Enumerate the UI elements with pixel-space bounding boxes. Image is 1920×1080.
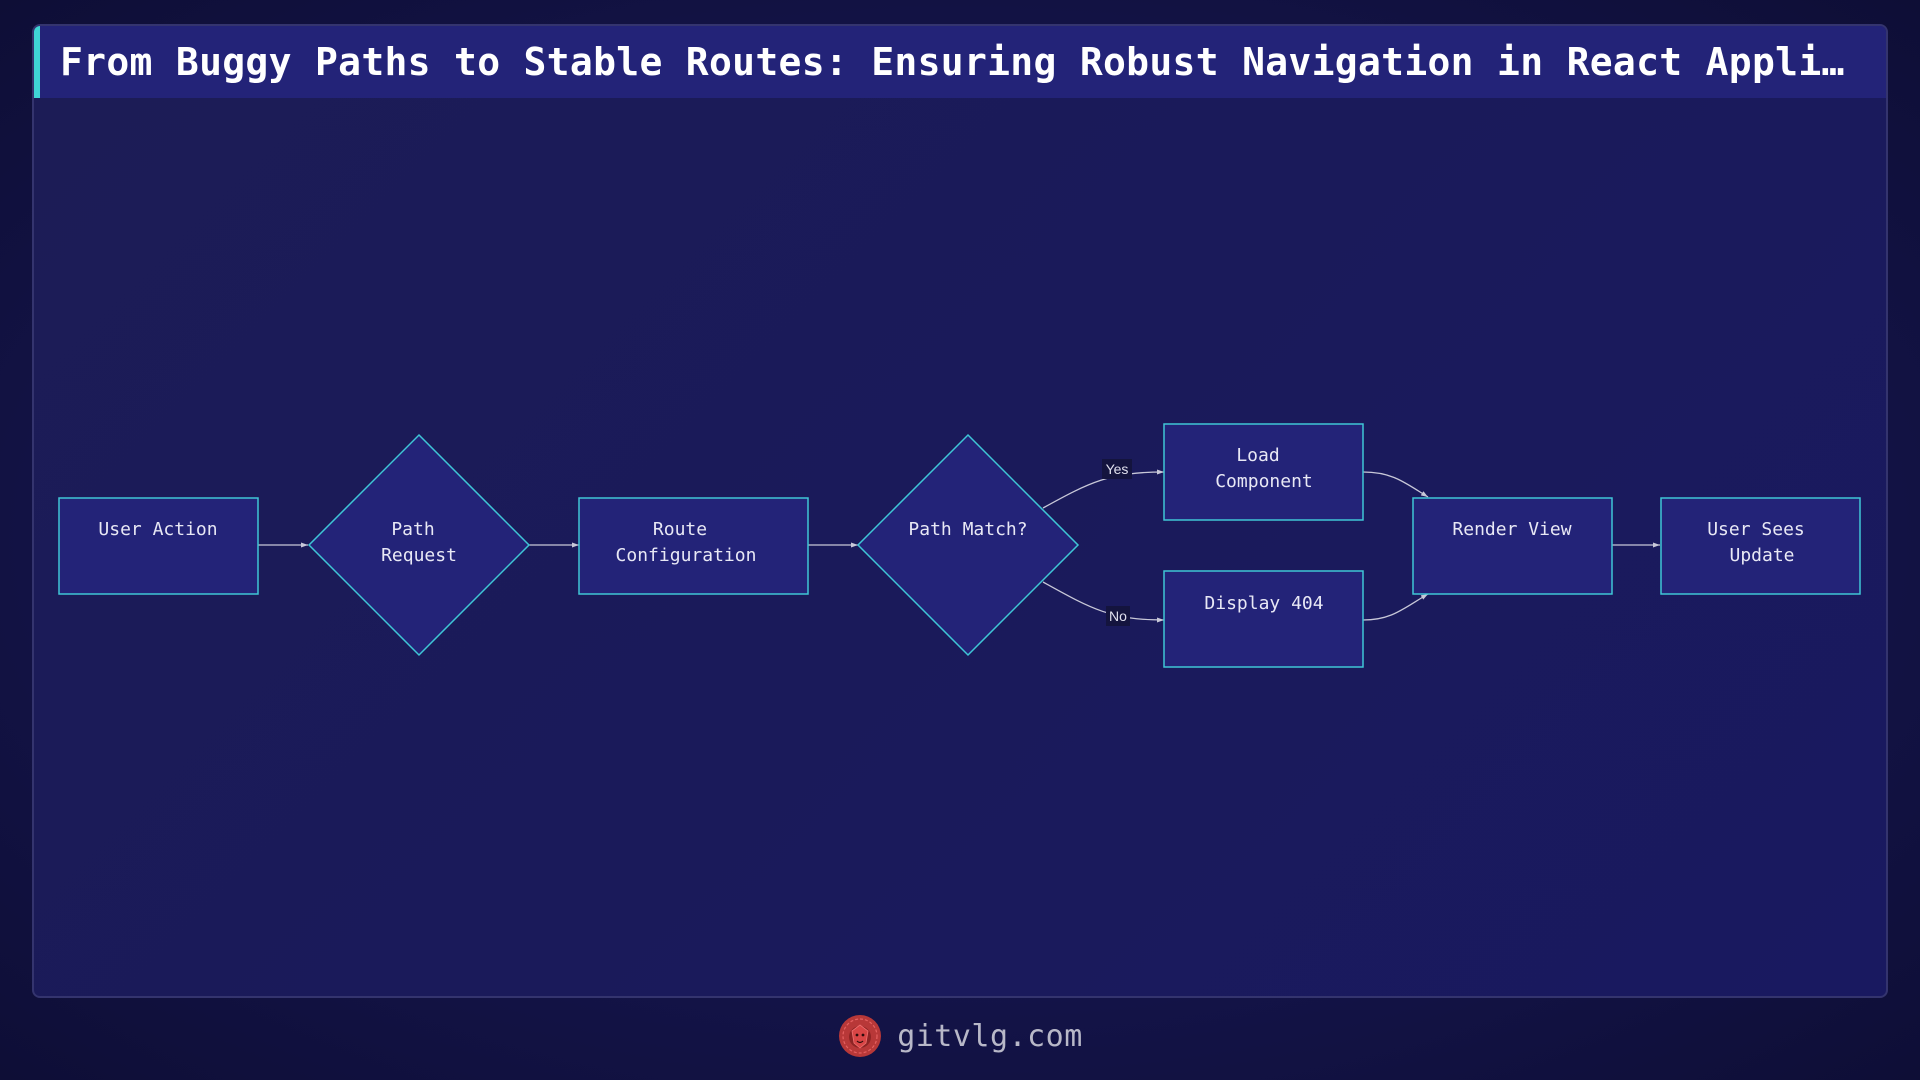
node-path-request-label-line2: Request: [381, 545, 457, 566]
node-path-match: Path Match?: [856, 433, 1080, 657]
node-route-config-label-line1: Route: [653, 519, 707, 540]
edge-path-match-to-display-404: [1042, 581, 1165, 623]
node-load-component-label-line1: Load: [1236, 445, 1279, 466]
node-path-request-label-line1: Path: [391, 519, 434, 540]
edge-label-yes: Yes: [1102, 459, 1132, 479]
edge-path-match-to-load-component: [1042, 469, 1165, 509]
node-render-view: Render View: [1412, 497, 1613, 595]
node-load-component: Load Component: [1163, 423, 1364, 521]
node-display-404-label: Display 404: [1204, 593, 1323, 614]
node-user-sees-update-label-line1: User Sees: [1707, 519, 1805, 540]
node-user-sees-update: User Sees Update: [1660, 497, 1861, 595]
node-route-configuration: Route Configuration: [578, 497, 809, 595]
edge-label-yes-text: Yes: [1106, 461, 1129, 477]
node-path-request: Path Request: [307, 433, 531, 657]
node-display-404: Display 404: [1163, 570, 1364, 668]
edges: [258, 469, 1660, 623]
node-path-match-label: Path Match?: [908, 519, 1027, 540]
edge-load-component-to-render-view: [1362, 471, 1429, 498]
node-load-component-label-line2: Component: [1215, 471, 1313, 492]
node-user-action-label: User Action: [98, 519, 217, 540]
node-route-config-label-line2: Configuration: [616, 545, 757, 566]
edge-label-no: No: [1106, 606, 1130, 626]
node-render-view-label: Render View: [1452, 519, 1571, 540]
node-user-action: User Action: [58, 497, 259, 595]
edge-display-404-to-render-view: [1362, 593, 1429, 621]
edge-label-no-text: No: [1109, 608, 1127, 624]
footer: gitvlg.com: [0, 1008, 1920, 1064]
title-bar: From Buggy Paths to Stable Routes: Ensur…: [34, 26, 1886, 98]
lion-head-logo-icon: [839, 1015, 882, 1057]
node-user-sees-update-label-line2: Update: [1729, 545, 1794, 566]
footer-site-text[interactable]: gitvlg.com: [897, 1018, 1083, 1054]
